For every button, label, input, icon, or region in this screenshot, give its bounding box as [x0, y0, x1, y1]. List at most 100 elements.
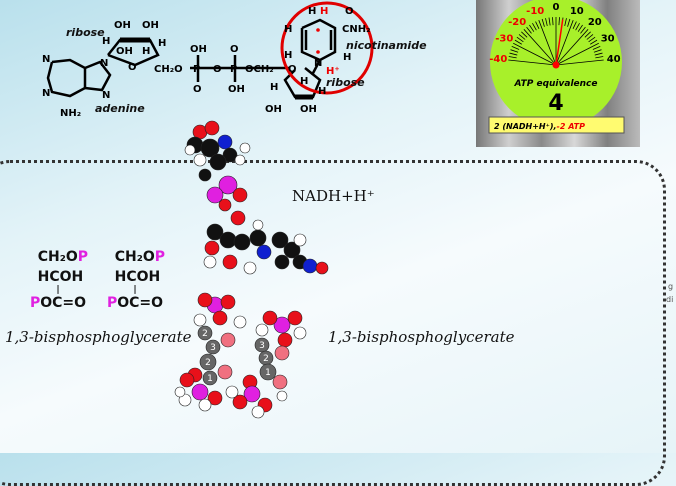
- atom-label: H: [300, 76, 308, 87]
- gauge-tick: [595, 56, 604, 59]
- atom-label: H⁺: [326, 66, 340, 77]
- atom-label: NH₂: [60, 108, 81, 119]
- atom-label: O: [128, 62, 137, 73]
- atom-ball: [222, 147, 238, 163]
- atom-label: N: [42, 54, 50, 65]
- gauge-tick: [538, 20, 557, 66]
- gauge-pivot: [552, 61, 560, 69]
- atom-label: OH: [300, 104, 317, 115]
- atom-ball: [272, 374, 288, 390]
- atom-label: H: [318, 86, 326, 97]
- gauge-tick: [511, 46, 520, 50]
- atom-ball-label: 1: [265, 368, 271, 378]
- gauge-tick-label: -30: [495, 34, 513, 45]
- gauge-tick: [592, 46, 601, 50]
- atom-ball: [274, 254, 290, 270]
- atom-label: H: [343, 52, 351, 63]
- atom-ball: [204, 120, 220, 136]
- atom-label: N: [102, 90, 110, 101]
- atom-ball-label: 2: [263, 354, 269, 364]
- atom-label: CNH₂: [342, 24, 370, 35]
- atom-label: OH: [265, 104, 282, 115]
- atom-ball: [199, 353, 217, 371]
- gauge-caption: 2 (NADH+H⁺),-2 ATP: [494, 122, 585, 131]
- atom-label: H: [308, 6, 316, 17]
- atom-ball: [276, 390, 288, 402]
- gauge-tick: [555, 42, 599, 66]
- atom-ball: [193, 313, 207, 327]
- gauge-tick: [523, 29, 557, 66]
- edge-text: di: [666, 295, 674, 304]
- atom-label: N: [314, 58, 322, 69]
- atom-ball: [274, 345, 290, 361]
- atom-ball: [197, 292, 213, 308]
- gauge-tick: [594, 52, 603, 56]
- atom-ball: [293, 233, 307, 247]
- nad-structure-diagram: N N N N NH₂ OH OH OH H H H O CH₂O P OH O…: [42, 1, 427, 119]
- atom-ball: [232, 394, 248, 410]
- gauge-tick: [516, 36, 524, 43]
- atom-ball: [191, 383, 209, 401]
- atom-label: OCH₂: [245, 64, 274, 75]
- gauge-tick: [513, 42, 557, 66]
- highlight-circle: [280, 1, 374, 95]
- atom-label: O: [230, 44, 239, 55]
- atom-ball: [302, 258, 318, 274]
- atom-label: H: [284, 50, 292, 61]
- atom-label: H: [270, 82, 278, 93]
- atom-label: CH₂O: [154, 64, 183, 75]
- gauge-tick: [567, 18, 571, 27]
- atom-ball: [184, 144, 196, 156]
- gauge-tick: [529, 24, 535, 32]
- gauge-tick: [555, 20, 574, 66]
- atom-ball: [200, 138, 220, 158]
- gauge-tick: [593, 49, 602, 53]
- atom-label: H: [102, 36, 110, 47]
- gauge-tick: [508, 59, 557, 66]
- gauge-caption-box: [488, 116, 625, 134]
- atom-ball: [251, 405, 265, 419]
- gauge-tick: [575, 22, 580, 31]
- gauge-tick-label: 30: [601, 34, 615, 45]
- atom-ball: [287, 310, 303, 326]
- atom-ball: [205, 339, 221, 355]
- atom-ball: [233, 315, 247, 329]
- atom-ball: [234, 154, 246, 166]
- ribose-label: ribose: [326, 76, 365, 89]
- atom-ball: [204, 240, 220, 256]
- gauge-title: ATP equivalence: [514, 79, 598, 89]
- gauge-needle: [555, 19, 564, 66]
- gauge-tick: [545, 18, 548, 27]
- atom-ball-label: 2: [205, 358, 211, 368]
- atom-ball: [217, 364, 233, 380]
- atom-ball: [315, 261, 329, 275]
- atom-ball: [255, 323, 269, 337]
- gauge-value: 4: [548, 91, 563, 116]
- gauge-tick: [577, 24, 583, 32]
- atom-ball: [243, 261, 257, 275]
- atom-ball: [209, 153, 227, 171]
- atom-ball: [232, 187, 248, 203]
- atom-label: H: [142, 46, 150, 57]
- atom-label: N: [100, 58, 108, 69]
- atom-ball-label: 1: [207, 374, 213, 384]
- atom-ball: [193, 153, 207, 167]
- atom-ball: [256, 244, 272, 260]
- atom-ball: [220, 294, 236, 310]
- nadh-label: NADH+H⁺: [292, 187, 375, 205]
- gauge-tick: [541, 18, 545, 27]
- atom-ball: [273, 316, 291, 334]
- gauge-tick-label: 20: [588, 17, 602, 28]
- atom-ball: [217, 134, 233, 150]
- atom-label: OH: [190, 44, 207, 55]
- gauge-tick: [558, 17, 560, 26]
- gauge-tick: [564, 18, 567, 27]
- atom-ball: [225, 385, 239, 399]
- atom-ball: [262, 310, 278, 326]
- ribose-label: ribose: [66, 26, 105, 39]
- bpg-formula-1: CH₂OP HCOH | POC=O: [29, 249, 89, 311]
- atom-ball: [203, 255, 217, 269]
- atom-label: OH: [228, 84, 245, 95]
